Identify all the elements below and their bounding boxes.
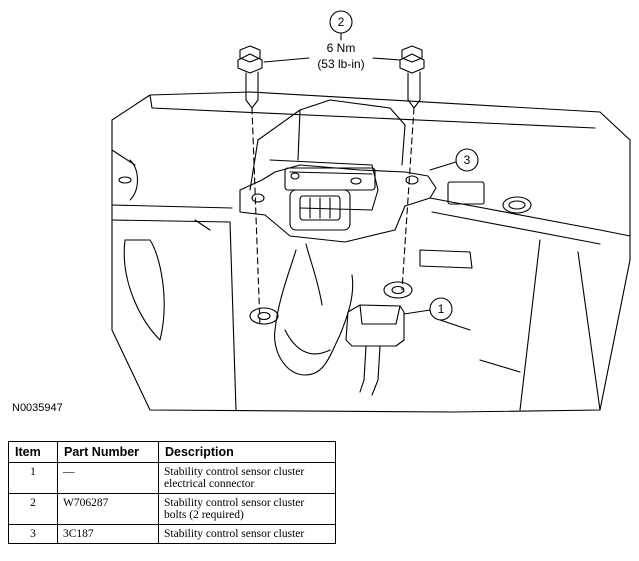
table-header-row: Item Part Number Description	[8, 441, 336, 463]
sensor-cluster-diagram: 2 6 Nm (53 lb-in) 3 1	[111, 10, 631, 413]
callout-3-number: 3	[464, 153, 471, 167]
row-description: Stability control sensor cluster electri…	[158, 462, 336, 494]
table-row: 1 — Stability control sensor cluster ele…	[8, 462, 336, 494]
callout-1-number: 1	[438, 302, 445, 316]
table-row: 3 3C187 Stability control sensor cluster	[8, 524, 336, 544]
callout-2-torque-imperial: (53 lb-in)	[317, 57, 364, 71]
bolt-left	[237, 45, 263, 326]
row-item: 1	[8, 462, 58, 494]
row-description: Stability control sensor cluster bolts (…	[158, 493, 336, 525]
row-description-line2: electrical connector	[164, 478, 255, 490]
floor-pan	[111, 91, 631, 413]
figure-id: N0035947	[12, 402, 63, 414]
sensor-cluster-module	[239, 99, 437, 243]
table-row: 2 W706287 Stability control sensor clust…	[8, 493, 336, 525]
row-description-line1: Stability control sensor cluster	[164, 528, 305, 540]
bolt-right	[399, 45, 425, 291]
header-item: Item	[8, 441, 58, 463]
header-description: Description	[158, 441, 336, 463]
callout-2-number: 2	[338, 15, 345, 29]
row-description-line2: bolts (2 required)	[164, 509, 244, 521]
row-part-number: 3C187	[57, 524, 159, 544]
floor-bolt-holes	[249, 281, 413, 325]
parts-table: Item Part Number Description 1 — Stabili…	[8, 441, 336, 544]
row-item: 3	[8, 524, 58, 544]
row-description-line1: Stability control sensor cluster	[164, 497, 305, 509]
callout-3: 3	[429, 148, 479, 172]
header-part-number: Part Number	[57, 441, 159, 463]
wiring-harness	[274, 243, 354, 376]
row-part-number: —	[57, 462, 159, 494]
row-description: Stability control sensor cluster	[158, 524, 336, 544]
row-item: 2	[8, 493, 58, 525]
row-description-line1: Stability control sensor cluster	[164, 466, 305, 478]
callout-1: 1	[403, 297, 453, 321]
callout-2: 2 6 Nm (53 lb-in)	[263, 10, 401, 71]
row-part-number: W706287	[57, 493, 159, 525]
callout-2-torque: 6 Nm	[327, 41, 356, 55]
electrical-connector	[345, 304, 405, 396]
